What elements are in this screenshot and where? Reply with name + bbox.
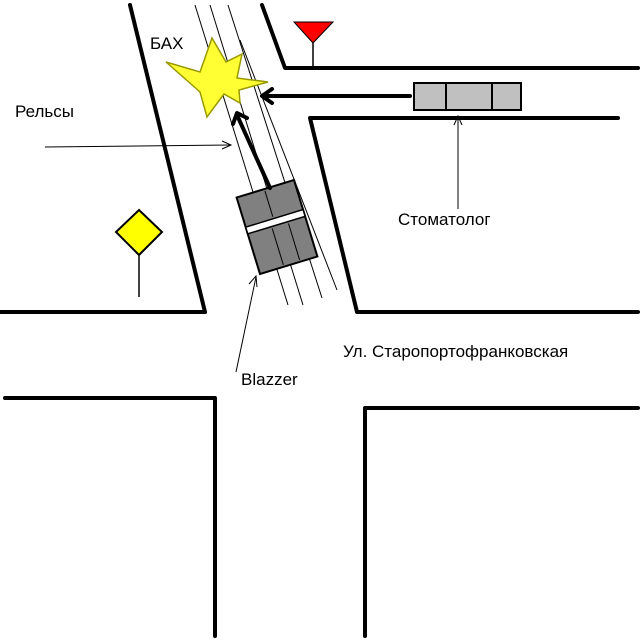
- car-direction-arrow: [231, 111, 272, 190]
- label-pointers: [44, 114, 463, 373]
- crash-label: БАХ: [150, 34, 184, 53]
- car-pointer-line: [235, 276, 257, 373]
- rails-label: Рельсы: [15, 102, 74, 121]
- car-label: Blazzer: [241, 370, 298, 389]
- road-edge-upper-right-top: [260, 3, 640, 70]
- dentist-pointer-arrowhead: [453, 114, 463, 126]
- street-name-label: Ул. Старопортофранковская: [343, 342, 569, 361]
- road-edge-lower-left: [3, 396, 217, 638]
- explosion-icon: [165, 36, 269, 119]
- car-pointer-arrowhead: [248, 274, 258, 288]
- yield-sign-icon: [292, 21, 335, 67]
- road-edge-upper-left: [0, 3, 207, 314]
- road-edges: [0, 3, 640, 638]
- truck-icon: [413, 82, 522, 111]
- road-edge-upper-right-bottom: [308, 116, 640, 314]
- rails-pointer-arrowhead: [221, 140, 233, 150]
- car-icon: [235, 178, 319, 276]
- truck-direction-arrow: [260, 87, 412, 105]
- road-edge-lower-right: [363, 406, 640, 638]
- dentist-label: Стоматолог: [398, 210, 491, 229]
- priority-road-sign-icon: [114, 208, 164, 297]
- rails-pointer-line: [44, 144, 231, 148]
